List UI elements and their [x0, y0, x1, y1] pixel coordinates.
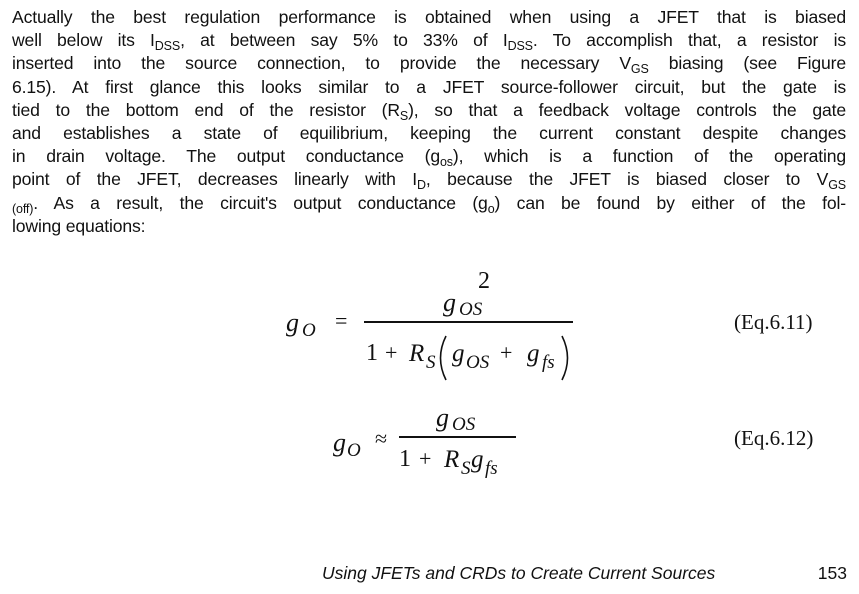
eq1-den-g1-sub: OS	[466, 352, 490, 373]
eq2-den-r-sub: S	[461, 458, 471, 479]
eq1-den-g1: g	[452, 340, 465, 367]
eq1-lhs-sub: O	[302, 320, 316, 341]
page-number: 153	[817, 563, 847, 583]
text-line: inserted into the source connection, to …	[12, 53, 847, 77]
eq1-den-plus: +	[385, 340, 398, 365]
eq1-num-sub: OS	[459, 299, 483, 320]
eq2-lhs-sub: O	[347, 440, 361, 461]
eq1-den-r: R	[409, 340, 425, 367]
eq1-den-g2: g	[527, 340, 540, 367]
text-line: 6.15). At first glance this looks simila…	[12, 76, 846, 97]
body-paragraph: Actually the best regulation performance…	[12, 6, 846, 238]
text-line: point of the JFET, decreases linearly wi…	[12, 169, 846, 193]
eq1-left-paren	[439, 335, 447, 381]
eq2-den-r: R	[444, 446, 460, 473]
eq1-number: (Eq.6.11)	[734, 310, 813, 334]
eq2-lhs: g	[333, 428, 346, 457]
text-line: lowing equations:	[12, 215, 146, 236]
eq2-number: (Eq.6.12)	[734, 426, 814, 450]
eq1-den-r-sub: S	[426, 352, 436, 373]
text-line: Actually the best regulation performance…	[12, 7, 846, 27]
text-line: (off). As a result, the circuit's output…	[12, 192, 846, 216]
eq1-den-one: 1	[366, 340, 378, 366]
eq2-den-g-sub: fs	[485, 458, 498, 479]
eq1-num-g: g	[443, 288, 456, 317]
eq2-den-g: g	[471, 446, 484, 473]
eq2-num-sub: OS	[452, 414, 476, 435]
eq1-lhs: g	[286, 308, 299, 337]
eq2-den-one: 1	[399, 446, 411, 472]
eq1-right-paren	[561, 335, 569, 381]
page-footer: Using JFETs and CRDs to Create Current S…	[0, 563, 859, 587]
eq1-num-exp: 2	[478, 268, 490, 294]
eq2-num-g: g	[436, 403, 449, 432]
eq1-den-g2-sub: fs	[542, 352, 555, 373]
text-line: in drain voltage. The output conductance…	[12, 146, 847, 170]
text-line: and establishes a state of equilibrium, …	[12, 123, 846, 144]
eq2-fraction-bar	[399, 436, 516, 438]
eq1-fraction-bar	[364, 321, 573, 323]
eq1-equals: =	[335, 308, 348, 333]
text-line: tied to the bottom end of the resistor (…	[12, 99, 846, 123]
eq2-den-plus: +	[419, 446, 432, 471]
text-line: well below its IDSS, at between say 5% t…	[12, 30, 846, 54]
footer-title: Using JFETs and CRDs to Create Current S…	[322, 563, 716, 583]
eq1-den-plus2: +	[500, 340, 513, 365]
eq2-approx: ≈	[375, 426, 388, 451]
